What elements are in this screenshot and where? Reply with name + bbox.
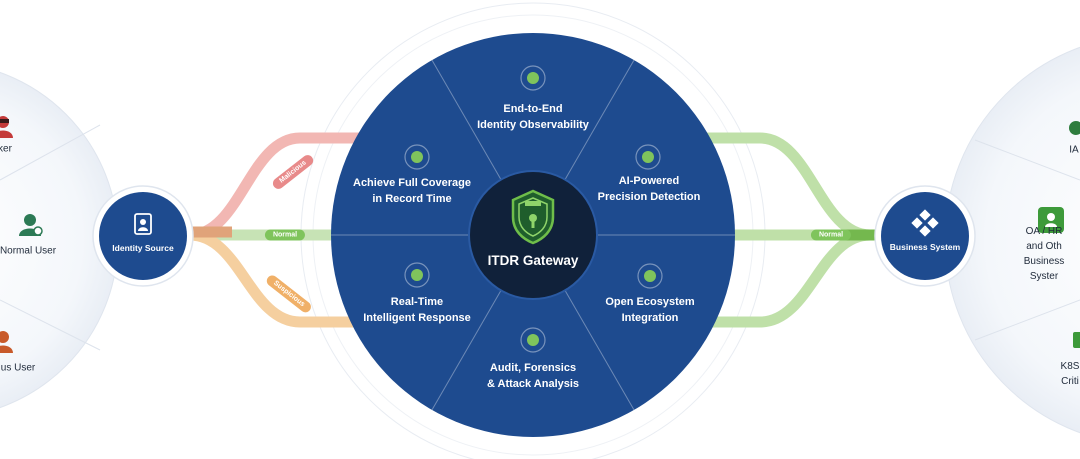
segment-divider-0 bbox=[431, 59, 502, 180]
segment-divider-3 bbox=[564, 290, 635, 411]
user-icon bbox=[19, 214, 43, 236]
lightning-icon bbox=[404, 144, 430, 170]
oa-hr-system-label: OA / HR and Oth Business Syster bbox=[1023, 226, 1065, 282]
container-icon bbox=[1073, 332, 1080, 348]
magnifier-icon bbox=[520, 327, 546, 353]
segment-coverage-label: Achieve Full Coverage in Record Time bbox=[353, 177, 471, 205]
business-system-node[interactable] bbox=[874, 185, 976, 287]
grid-icon bbox=[637, 263, 663, 289]
normal-user-label: Normal User bbox=[0, 245, 57, 257]
gateway-shield-icon bbox=[511, 189, 555, 245]
shield-icon bbox=[404, 262, 430, 288]
attacker-label: ker bbox=[0, 143, 12, 155]
segment-divider-4 bbox=[431, 290, 502, 411]
segment-detection-label: AI-Powered Precision Detection bbox=[597, 175, 701, 203]
segment-response-label: Real-Time Intelligent Response bbox=[363, 296, 471, 324]
server-icon bbox=[1038, 207, 1064, 233]
segment-audit-label: Audit, Forensics & Attack Analysis bbox=[486, 362, 580, 390]
attacker-icon bbox=[0, 116, 13, 138]
k8s-system-label: K8S Criti bbox=[1060, 361, 1080, 387]
normal-route-label-left: Normal bbox=[264, 229, 306, 241]
iam-system-label: IA bbox=[1069, 144, 1079, 156]
identity-source-node[interactable] bbox=[92, 185, 194, 287]
segment-ecosystem-label: Open Ecosystem Integration bbox=[605, 296, 695, 324]
segment-dividers bbox=[331, 59, 735, 411]
segment-observability-label: End-to-End Identity Observability bbox=[477, 103, 589, 131]
id-badge-icon bbox=[134, 213, 152, 235]
gateway-title: ITDR Gateway bbox=[487, 253, 579, 269]
business-system-label: Business System bbox=[889, 241, 961, 252]
key-icon bbox=[1069, 121, 1080, 135]
segment-divider-1 bbox=[564, 59, 635, 180]
segment-icons bbox=[404, 65, 663, 353]
suspicious-user-label: us User bbox=[0, 362, 36, 374]
robot-icon bbox=[635, 144, 661, 170]
identity-source-label: Identity Source bbox=[112, 242, 174, 253]
suspicious-user-icon bbox=[0, 331, 13, 353]
suspicious-path bbox=[184, 229, 366, 328]
normal-route-label-right: Normal bbox=[810, 229, 852, 241]
eye-icon bbox=[520, 65, 546, 91]
